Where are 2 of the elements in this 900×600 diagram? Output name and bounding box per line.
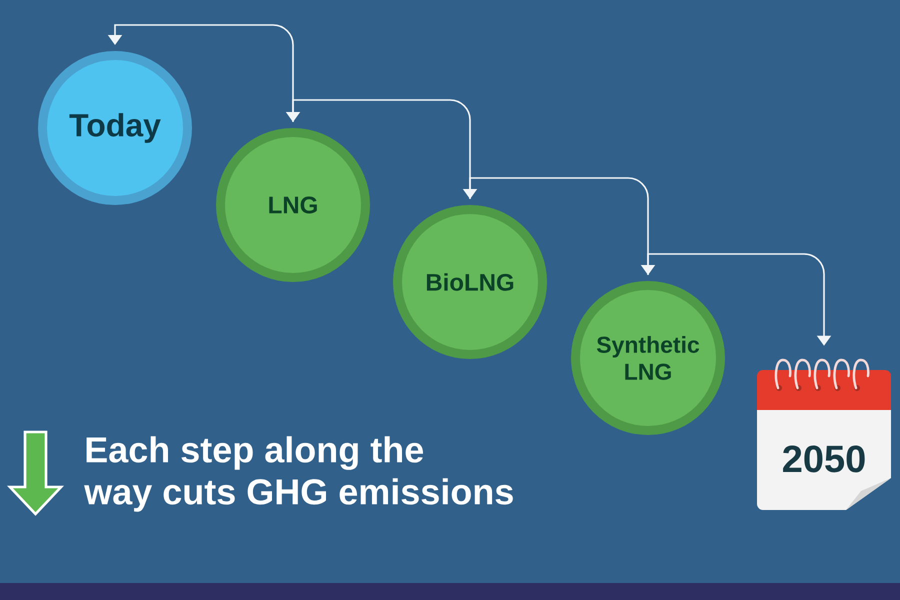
calendar: 2050 bbox=[757, 358, 891, 510]
note-text: Each step along the way cuts GHG emissions bbox=[84, 436, 513, 512]
